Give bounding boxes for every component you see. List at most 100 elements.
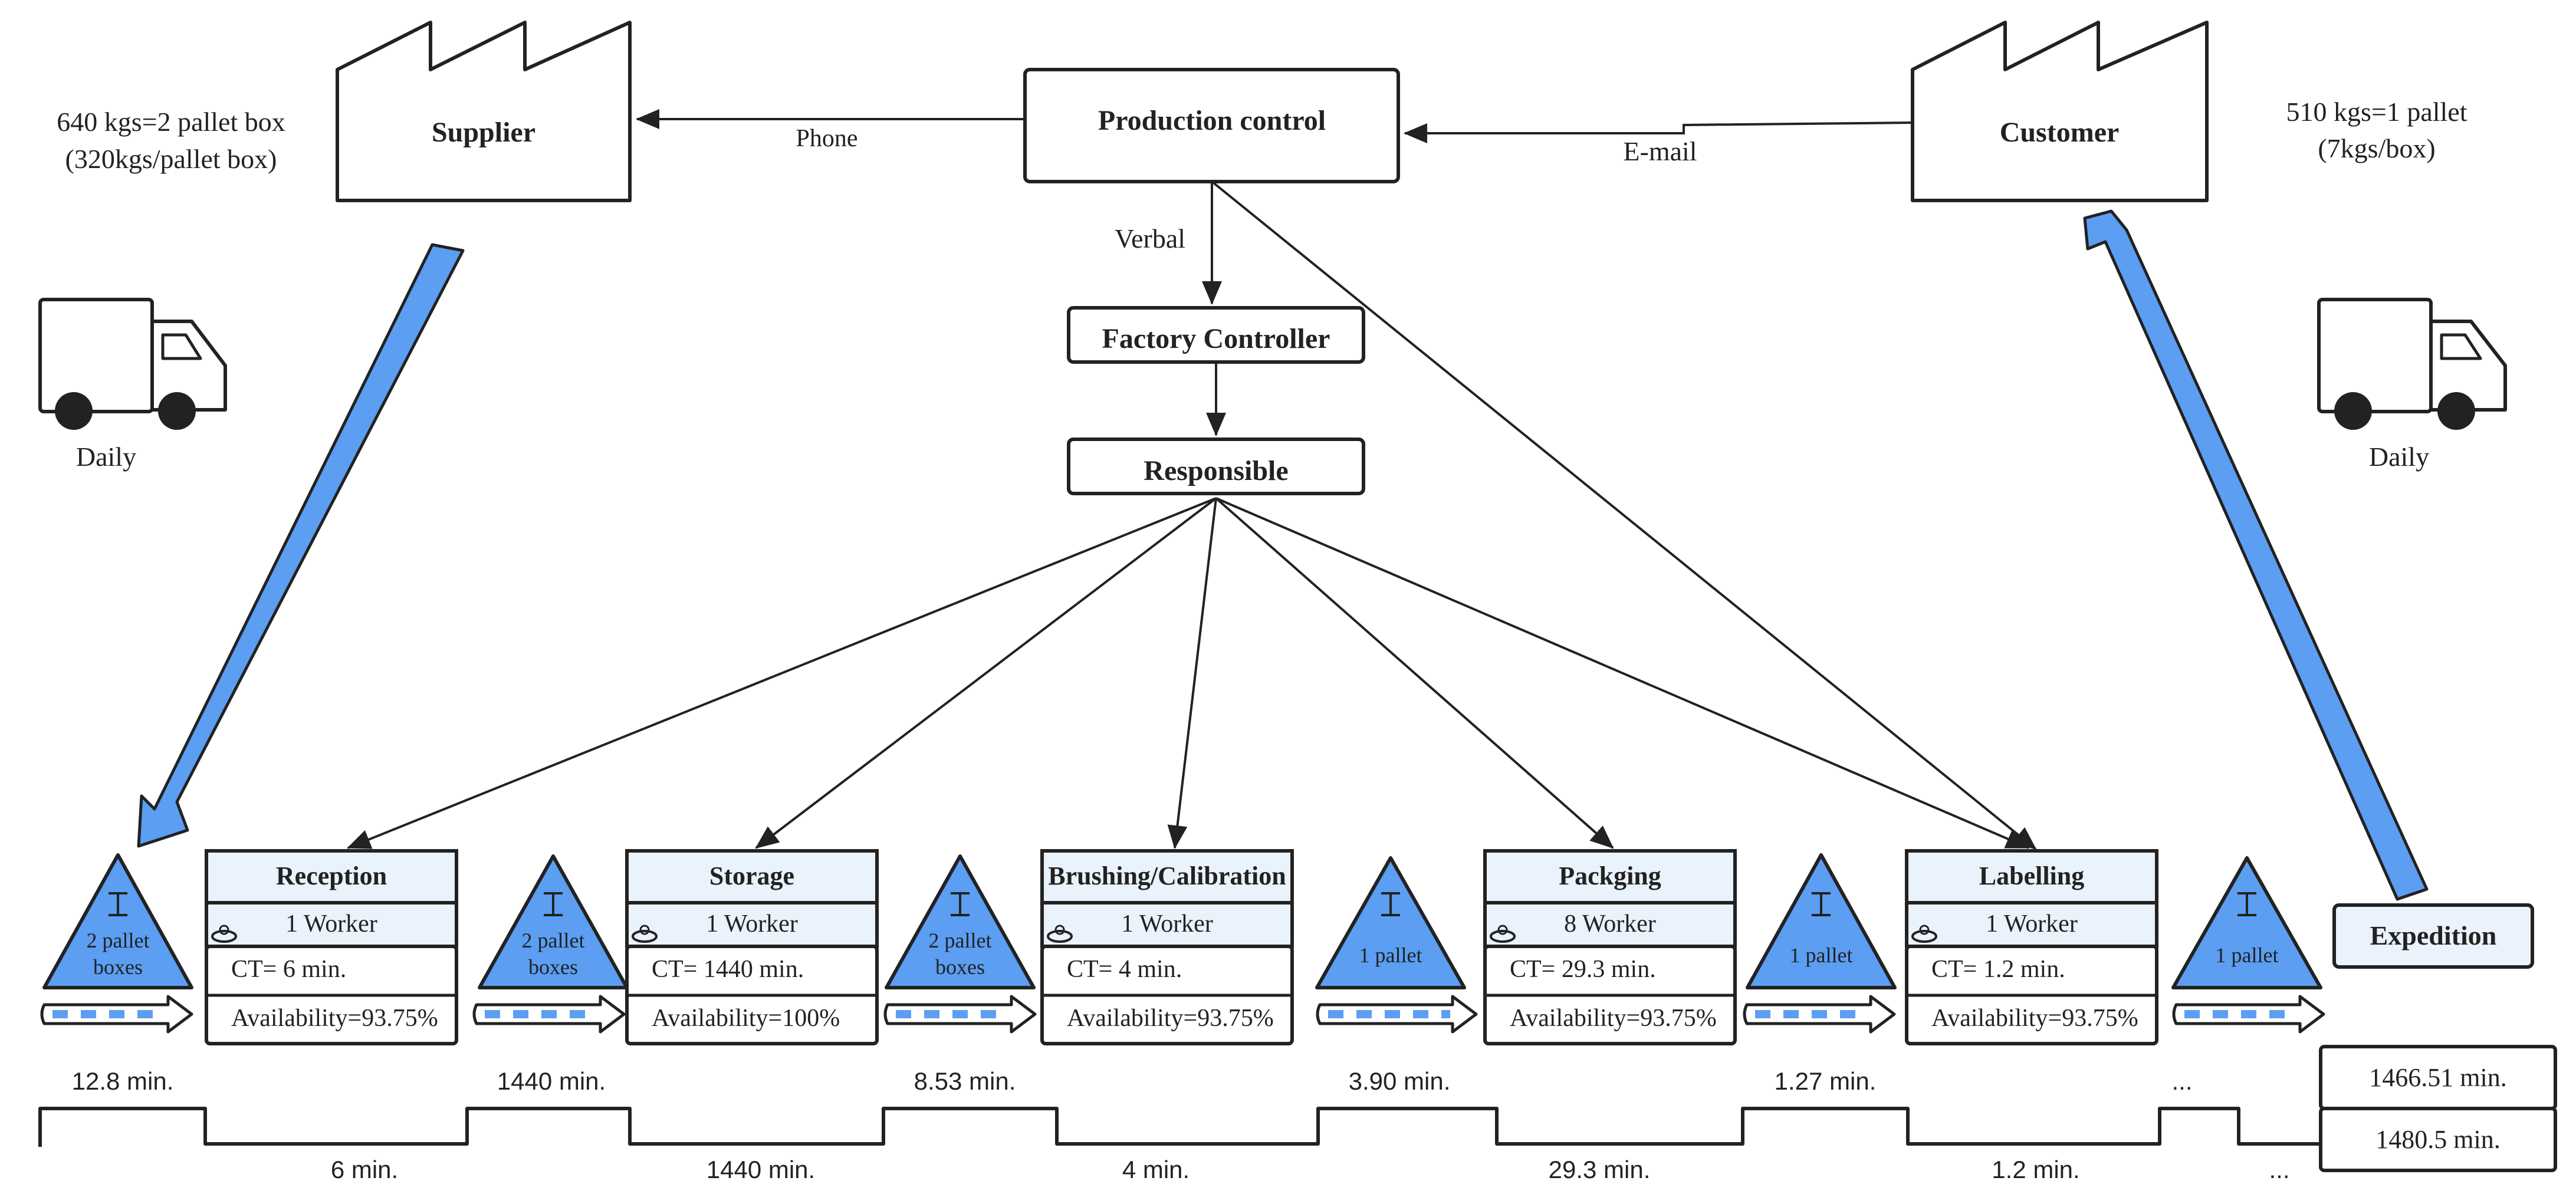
inventory-triangle-2: 2 pallet boxes xyxy=(478,854,629,989)
process-name: Packging xyxy=(1559,861,1661,890)
operator-icon xyxy=(632,925,658,943)
right-truck-frequency: Daily xyxy=(2369,442,2429,472)
phone-label: Phone xyxy=(796,125,858,152)
responsible-instructions xyxy=(347,497,2030,849)
verbal-label: Verbal xyxy=(1115,223,1185,254)
factory-icon xyxy=(336,21,632,202)
inventory-triangle-3: 2 pallet boxes xyxy=(885,854,1036,989)
responsible-label: Responsible xyxy=(1144,455,1288,486)
inventory-quantity-line1: 2 pallet xyxy=(87,929,150,952)
inventory-triangle-5: 1 pallet xyxy=(1746,853,1897,989)
waiting-time: 8.53 min. xyxy=(914,1067,1016,1095)
process-workers: 8 Worker xyxy=(1564,910,1656,938)
customer-factory[interactable]: Customer xyxy=(1911,21,2209,202)
process-workers: 1 Worker xyxy=(706,910,798,938)
waiting-time: 3.90 min. xyxy=(1349,1067,1451,1095)
inventory-quantity: 1 pallet xyxy=(1790,943,1853,967)
operator-icon xyxy=(1047,925,1073,943)
email-label: E-mail xyxy=(1623,136,1697,166)
process-workers: 1 Worker xyxy=(1121,910,1213,938)
left-truck-frequency: Daily xyxy=(76,442,136,472)
process-cycle-time: CT= 6 min. xyxy=(231,956,346,983)
total-processing-time: 1480.5 min. xyxy=(2375,1125,2500,1154)
process-name: Storage xyxy=(709,861,794,890)
inventory-icon xyxy=(1381,892,1400,916)
customer-shipment-arrow xyxy=(2083,209,2429,901)
inventory-triangle-6: 1 pallet xyxy=(2171,856,2322,989)
customer-quantity-note-line2: (7kgs/box) xyxy=(2318,133,2435,163)
processing-time: ... xyxy=(2269,1156,2289,1183)
process-workers: 1 Worker xyxy=(285,910,377,938)
production-control-box[interactable]: Production control xyxy=(1023,68,1400,183)
lead-time-total-box: 1466.51 min. xyxy=(2319,1045,2557,1110)
process-availability: Availability=93.75% xyxy=(1510,1005,1717,1032)
supplier-quantity-note-line2: (320kgs/pallet box) xyxy=(65,144,277,174)
total-lead-time: 1466.51 min. xyxy=(2369,1063,2506,1092)
responsible-box[interactable]: Responsible xyxy=(1067,438,1365,495)
process-availability: Availability=100% xyxy=(652,1005,840,1032)
process-cycle-time: CT= 29.3 min. xyxy=(1510,956,1656,983)
processing-time: 29.3 min. xyxy=(1549,1156,1651,1183)
customer-quantity-note-line1: 510 kgs=1 pallet xyxy=(2286,97,2467,127)
process-name: Labelling xyxy=(1979,861,2085,890)
waiting-time: 1440 min. xyxy=(497,1067,606,1095)
process-cycle-time: CT= 1.2 min. xyxy=(1931,956,2065,983)
processing-time-total-box: 1480.5 min. xyxy=(2319,1107,2557,1172)
factory-controller-label: Factory Controller xyxy=(1102,323,1330,354)
inventory-quantity: 1 pallet xyxy=(1359,943,1422,967)
processing-time: 6 min. xyxy=(331,1156,398,1183)
inventory-quantity-line1: 2 pallet xyxy=(929,929,992,952)
production-control-to-labelling-arrow xyxy=(1211,180,2037,850)
inventory-quantity-line1: 2 pallet xyxy=(522,929,585,952)
supplier-shipment-arrow xyxy=(137,243,465,848)
inventory-icon xyxy=(951,892,970,916)
supplier-factory[interactable]: Supplier xyxy=(336,21,632,202)
timeline-ladder xyxy=(38,1107,2322,1147)
phone-flow: Phone xyxy=(636,109,1025,152)
supplier-label: Supplier xyxy=(432,117,535,148)
push-arrow xyxy=(40,995,193,1034)
truck-icon xyxy=(2317,298,2507,430)
expedition-label: Expedition xyxy=(2370,920,2497,950)
inventory-icon xyxy=(109,892,127,916)
waiting-time: ... xyxy=(2171,1067,2192,1095)
process-availability: Availability=93.75% xyxy=(1931,1005,2138,1032)
truck-icon xyxy=(38,298,227,430)
inventory-icon xyxy=(1812,892,1831,916)
verbal-flow: Verbal xyxy=(1115,182,1222,305)
expedition-box[interactable]: Expedition xyxy=(2332,903,2534,969)
push-arrow xyxy=(1743,995,1896,1034)
push-arrow xyxy=(1316,995,1478,1034)
timeline: 1466.51 min. 1480.5 min. 12.8 min.1440 m… xyxy=(38,1045,2557,1183)
processing-time: 1440 min. xyxy=(707,1156,815,1183)
processing-time: 4 min. xyxy=(1122,1156,1190,1183)
push-arrow xyxy=(2172,995,2325,1034)
process-name: Reception xyxy=(276,861,387,890)
push-arrows xyxy=(40,995,2325,1034)
process-availability: Availability=93.75% xyxy=(231,1005,438,1032)
process-cycle-time: CT= 1440 min. xyxy=(652,956,804,983)
factory-controller-box[interactable]: Factory Controller xyxy=(1067,306,1365,364)
process-name: Brushing/Calibration xyxy=(1048,861,1286,890)
customer-label: Customer xyxy=(2000,117,2120,148)
process-workers: 1 Worker xyxy=(1986,910,2078,938)
inventory-icon xyxy=(2237,892,2256,916)
operator-icon xyxy=(1490,925,1516,943)
operator-icon xyxy=(211,925,237,943)
inventory-icon xyxy=(544,892,563,916)
email-flow: E-mail xyxy=(1404,121,1913,166)
inventory-quantity-line2: boxes xyxy=(935,955,985,979)
supplier-quantity-note-line1: 640 kgs=2 pallet box xyxy=(57,107,285,137)
inventory-quantity: 1 pallet xyxy=(2216,943,2279,967)
operator-icon xyxy=(1911,925,1937,943)
inventory-quantity-line2: boxes xyxy=(528,955,578,979)
push-arrow xyxy=(883,995,1037,1034)
